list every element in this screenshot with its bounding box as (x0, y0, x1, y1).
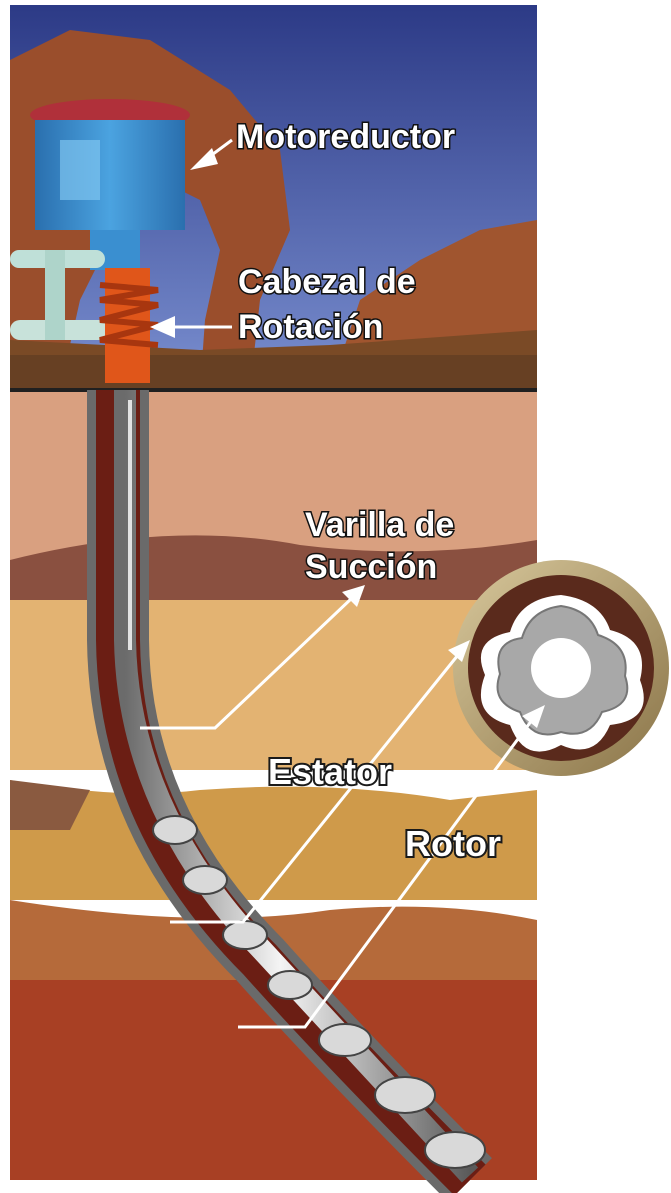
stator-rotor-cross-section (453, 560, 669, 776)
label-cabezal-line1: Cabezal de (238, 263, 416, 301)
rotor-center-hole (531, 638, 591, 698)
label-motoreductor: Motoreductor (236, 118, 455, 156)
well-bore (87, 390, 492, 1193)
callouts (140, 138, 545, 1029)
surface-scene (10, 5, 537, 390)
label-varilla-line2: Succión (305, 548, 437, 586)
label-rotor: Rotor (405, 823, 501, 864)
rock-shadow (10, 355, 537, 390)
label-estator: Estator (268, 751, 392, 792)
cabezal-rotacion-equipment (99, 268, 159, 383)
wellhead-piping (10, 250, 110, 340)
rotor-segments (152, 815, 486, 1169)
label-varilla-line1: Varilla de (305, 506, 454, 544)
motoreductor-equipment (30, 99, 190, 270)
label-cabezal-line2: Rotación (238, 308, 383, 346)
